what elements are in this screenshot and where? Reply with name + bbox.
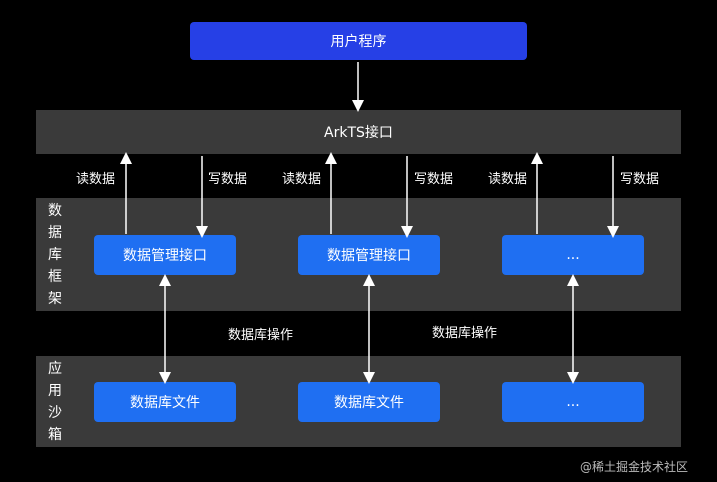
- arkts-interface-band: ArkTS接口: [36, 110, 681, 154]
- data-management-interface-box-2: 数据管理接口: [298, 235, 440, 275]
- app-sandbox-side-label: 应用沙箱: [48, 361, 62, 443]
- data-management-interface-box-1: 数据管理接口: [94, 235, 236, 275]
- user-program-box: 用户程序: [190, 22, 527, 60]
- box-label: ...: [566, 394, 580, 410]
- box-label: 数据库文件: [130, 395, 200, 411]
- read-data-label-1: 读数据: [76, 172, 116, 187]
- read-data-label-3: 读数据: [488, 172, 528, 187]
- box-label: ...: [566, 247, 580, 263]
- box-label: 数据管理接口: [327, 248, 411, 264]
- user-program-label: 用户程序: [330, 34, 387, 50]
- write-data-label-2: 写数据: [414, 172, 454, 187]
- box-label: 数据库文件: [334, 395, 404, 411]
- box-label: 数据管理接口: [123, 248, 207, 264]
- database-file-box-1: 数据库文件: [94, 382, 236, 422]
- database-operation-label-1: 数据库操作: [228, 328, 294, 343]
- framework-more-box: ...: [502, 235, 644, 275]
- write-data-label-1: 写数据: [208, 172, 248, 187]
- database-operation-label-2: 数据库操作: [432, 326, 498, 341]
- read-data-label-2: 读数据: [282, 172, 322, 187]
- watermark: @稀土掘金技术社区: [580, 460, 689, 474]
- database-file-box-2: 数据库文件: [298, 382, 440, 422]
- arkts-interface-label: ArkTS接口: [324, 125, 393, 141]
- write-data-label-3: 写数据: [620, 172, 660, 187]
- sandbox-more-box: ...: [502, 382, 644, 422]
- database-framework-side-label: 数据库框架: [48, 203, 62, 307]
